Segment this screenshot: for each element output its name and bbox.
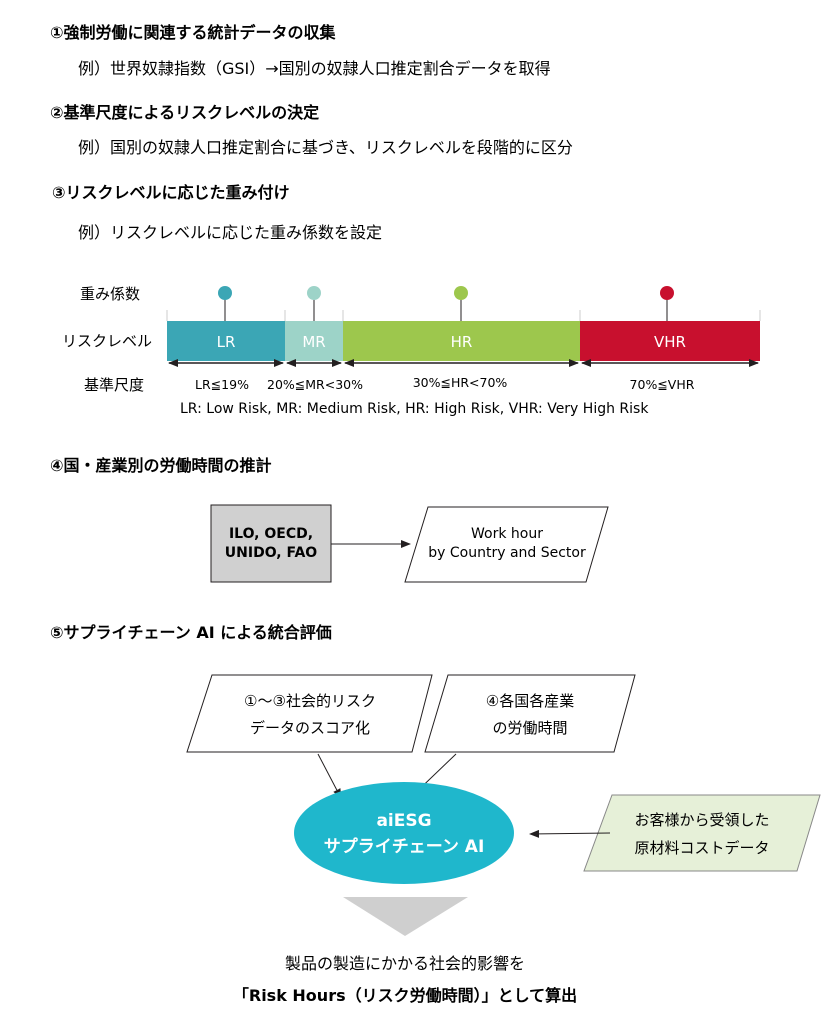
section-5-heading: ⑤サプライチェーン AI による統合評価 [50, 623, 332, 642]
risk-label-vhr: VHR [654, 333, 686, 351]
arrow-customer-to-ai [529, 829, 611, 838]
integration-flow: ①〜③社会的リスク データのスコア化 ④各国各産業 の労働時間 aiESG サプ… [186, 674, 821, 1005]
customer-data-box [583, 794, 821, 872]
section-2-heading: ②基準尺度によるリスクレベルの決定 [50, 103, 319, 122]
criteria-lr: LR≦19% [195, 377, 249, 392]
work-hours-line-1: ④各国各産業 [486, 692, 574, 710]
data-source-line-2: UNIDO, FAO [225, 545, 317, 561]
work-hours-input-box [424, 674, 636, 753]
engine-line-2: サプライチェーン AI [324, 836, 485, 857]
aiesg-engine-ellipse [294, 782, 514, 884]
risk-bar-vhr [580, 321, 760, 361]
arrow-risk-to-ai [317, 753, 342, 799]
data-source-box [210, 504, 332, 583]
section-1-example: 例）世界奴隷指数（GSI）→国別の奴隷人口推定割合データを取得 [78, 59, 551, 78]
criteria-mr: 20%≦MR<30% [267, 377, 363, 392]
result-line-2: 「Risk Hours（リスク労働時間）」として算出 [233, 986, 577, 1005]
risk-score-line-1: ①〜③社会的リスク [244, 692, 376, 710]
section-3-heading: ③リスクレベルに応じた重み付け [52, 183, 290, 202]
weight-marker-hr [454, 286, 468, 300]
risk-bar-lr [167, 321, 285, 361]
section-4-heading: ④国・産業別の労働時間の推計 [50, 456, 272, 475]
section-3-example: 例）リスクレベルに応じた重み係数を設定 [78, 223, 382, 242]
risk-bar-hr [343, 321, 580, 361]
weight-marker-lr [218, 286, 232, 300]
down-arrow-icon [343, 897, 468, 936]
weight-marker-vhr [660, 286, 674, 300]
criteria-vhr: 70%≦VHR [630, 377, 695, 392]
risk-label-lr: LR [217, 333, 236, 351]
work-hour-output-box [404, 506, 609, 583]
criteria-row-label: 基準尺度 [84, 376, 144, 394]
risk-bar-mr [285, 321, 343, 361]
work-hour-flow: ILO, OECD, UNIDO, FAO Work hour by Count… [210, 504, 609, 583]
data-source-line-1: ILO, OECD, [229, 526, 313, 542]
risk-score-line-2: データのスコア化 [250, 719, 370, 737]
section-2-example: 例）国別の奴隷人口推定割合に基づき、リスクレベルを段階的に区分 [78, 138, 573, 157]
risk-scale: 重み係数 リスクレベル 基準尺度 LR MR HR VHR LR≦19% 20%≦MR… [62, 285, 761, 417]
section-1-heading: ①強制労働に関連する統計データの収集 [50, 23, 337, 42]
result-line-1: 製品の製造にかかる社会的影響を [285, 954, 525, 973]
risk-label-hr: HR [451, 333, 473, 351]
level-row-label: リスクレベル [62, 332, 152, 350]
weight-marker-mr [307, 286, 321, 300]
engine-line-1: aiESG [376, 811, 431, 831]
risk-label-mr: MR [302, 333, 325, 351]
work-hours-line-2: の労働時間 [492, 719, 567, 737]
criteria-hr: 30%≦HR<70% [413, 375, 508, 390]
risk-legend: LR: Low Risk, MR: Medium Risk, HR: High … [180, 401, 649, 417]
customer-line-1: お客様から受領した [634, 811, 769, 829]
weight-row-label: 重み係数 [80, 285, 140, 303]
work-hour-line-2: by Country and Sector [428, 545, 586, 561]
work-hour-line-1: Work hour [471, 526, 543, 542]
customer-line-2: 原材料コストデータ [634, 839, 769, 857]
risk-score-input-box [186, 674, 433, 753]
